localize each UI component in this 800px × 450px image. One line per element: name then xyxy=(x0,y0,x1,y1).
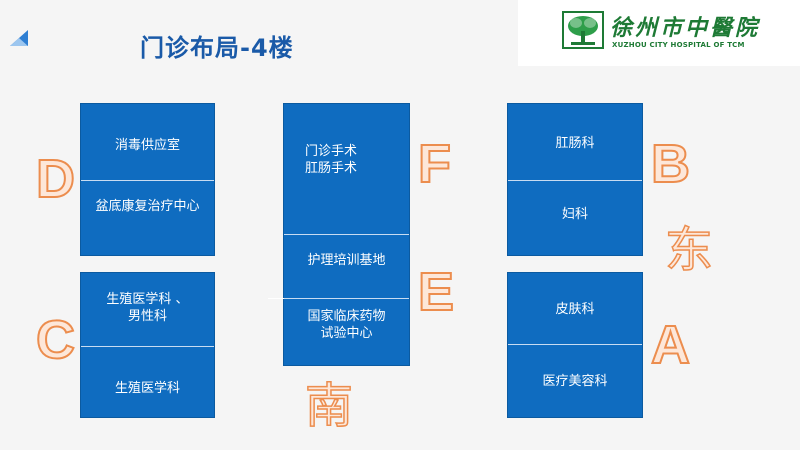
zone-letter-d: D xyxy=(35,149,76,209)
dept-anorectal-surgery: 肛肠手术 xyxy=(305,161,358,176)
dept-gynecology: 妇科 xyxy=(561,207,588,222)
zone-a-block: 皮肤科 医疗美容科 xyxy=(507,272,643,418)
zone-b-block: 肛肠科 妇科 xyxy=(507,103,643,256)
block-divider xyxy=(508,344,642,345)
dept-medical-cosmetology: 医疗美容科 xyxy=(542,374,608,389)
block-divider xyxy=(284,234,409,235)
dept-dermatology: 皮肤科 xyxy=(555,302,595,317)
hospital-english-name: XUZHOU CITY HOSPITAL OF TCM xyxy=(612,41,745,49)
dept-pelvic-floor-rehab-center: 盆底康复治疗中心 xyxy=(95,199,200,214)
block-divider xyxy=(508,180,642,181)
connector-line xyxy=(268,298,284,299)
dept-reproductive-andrology: 生殖医学科 、男性科 xyxy=(106,292,189,324)
dept-reproductive-medicine: 生殖医学科 xyxy=(114,381,180,396)
block-divider xyxy=(81,180,214,181)
dept-disinfection-supply-room: 消毒供应室 xyxy=(114,138,180,153)
zone-letter-b: B xyxy=(650,134,691,194)
middle-block: 门诊手术 肛肠手术 护理培训基地 国家临床药物试验中心 xyxy=(283,103,410,366)
direction-east: 东 xyxy=(664,222,714,278)
zone-letter-a: A xyxy=(650,315,691,375)
zone-letter-e: E xyxy=(417,262,455,322)
zone-c-block: 生殖医学科 、男性科 生殖医学科 xyxy=(80,272,215,418)
page-title: 门诊布局-4楼 xyxy=(140,34,294,62)
block-divider xyxy=(81,346,214,347)
dept-outpatient-surgery: 门诊手术 xyxy=(305,144,358,159)
hospital-name: 徐州市中醫院 xyxy=(610,15,761,41)
hospital-emblem-icon xyxy=(562,11,604,49)
dept-anorectal: 肛肠科 xyxy=(555,136,595,151)
dept-nursing-training-base: 护理培训基地 xyxy=(307,253,386,268)
corner-triangle-icon xyxy=(10,30,28,46)
zone-letter-c: C xyxy=(35,310,76,370)
zone-letter-f: F xyxy=(417,134,452,194)
dept-clinical-drug-trial-center: 国家临床药物试验中心 xyxy=(307,309,386,341)
hospital-logo: 徐州市中醫院 XUZHOU CITY HOSPITAL OF TCM xyxy=(518,0,800,66)
zone-d-block: 消毒供应室 盆底康复治疗中心 xyxy=(80,103,215,256)
block-divider xyxy=(284,298,409,299)
direction-south: 南 xyxy=(304,378,354,434)
